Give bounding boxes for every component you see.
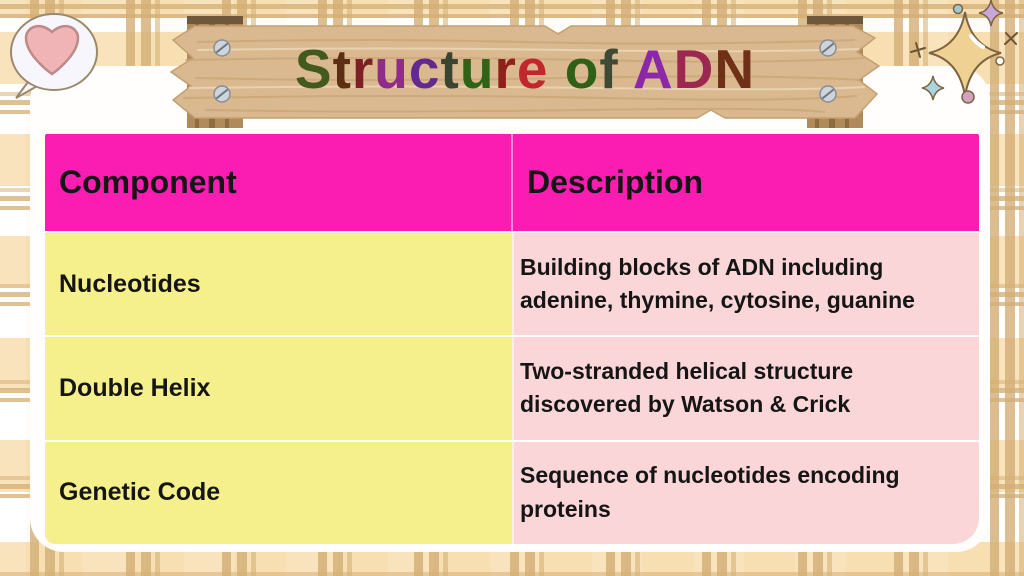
screw-icons [213, 39, 837, 103]
heart-speech-bubble-icon [4, 8, 100, 104]
page-title: Structure of ADN [294, 38, 756, 100]
description-cell: Building blocks of ADN including adenine… [512, 233, 979, 336]
component-cell: Nucleotides [45, 233, 512, 336]
description-cell: Sequence of nucleotides encoding protein… [512, 441, 979, 544]
header-component: Component [59, 164, 237, 200]
sparkles-icon [905, 0, 1024, 118]
wooden-sign: Structure of ADN [165, 14, 885, 130]
component-cell: Double Helix [45, 337, 512, 440]
table-header-row: Component Description [45, 134, 979, 231]
header-description: Description [511, 134, 979, 231]
description-cell: Two-stranded helical structure discovere… [512, 337, 979, 440]
component-cell: Genetic Code [45, 441, 512, 544]
